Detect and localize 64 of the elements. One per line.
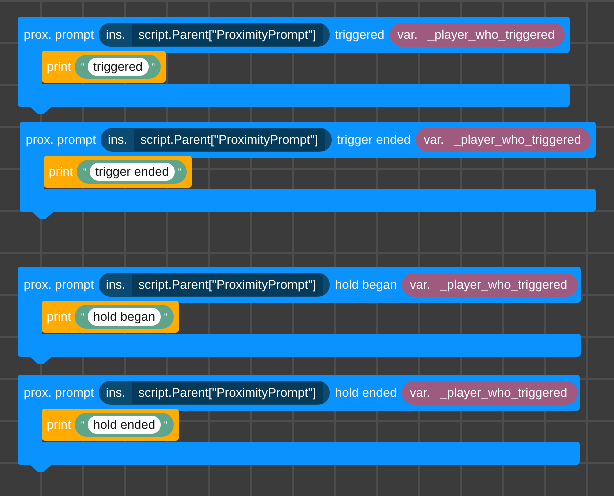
print-block <box>44 156 192 188</box>
keyword-label: ins. <box>106 28 126 42</box>
variable-name: _player_who_triggered <box>440 386 568 400</box>
variable-name: _player_who_triggered <box>440 278 568 292</box>
keyword-label: var. <box>398 28 418 42</box>
event-block <box>18 375 580 472</box>
quote-mark: " <box>81 62 85 72</box>
keyword-label: print <box>47 60 72 74</box>
block-label: prox. prompt <box>24 386 94 400</box>
print-block <box>42 301 179 333</box>
variable-pill <box>390 23 565 47</box>
block-label: hold began <box>335 278 398 292</box>
variable-pill <box>402 273 578 297</box>
quote-mark: " <box>164 312 168 322</box>
string-value-pill <box>88 308 162 326</box>
keyword-label: print <box>47 418 72 432</box>
quote-mark: " <box>81 420 85 430</box>
string-value-pill <box>88 58 149 76</box>
keyword-label: var. <box>410 386 430 400</box>
code-text: script.Parent["ProximityPrompt"] <box>132 24 324 46</box>
event-block <box>20 122 596 219</box>
keyword-label: ins. <box>108 133 128 147</box>
event-block <box>18 267 581 364</box>
quote-mark: " <box>83 167 87 177</box>
instance-pill <box>99 273 330 297</box>
keyword-label: print <box>49 165 74 179</box>
block-label: hold ended <box>335 386 398 400</box>
keyword-label: var. <box>424 133 444 147</box>
block-label: trigger ended <box>337 133 411 147</box>
string-pill <box>75 55 162 79</box>
block-label: prox. prompt <box>26 133 96 147</box>
string-value-pill <box>88 416 162 434</box>
code-text: script.Parent["ProximityPrompt"] <box>134 129 326 151</box>
code-text: script.Parent["ProximityPrompt"] <box>132 274 324 296</box>
print-block <box>42 409 179 441</box>
instance-pill <box>101 128 332 152</box>
string-pill <box>77 160 188 184</box>
quote-mark: " <box>152 62 156 72</box>
block-label: prox. prompt <box>24 278 94 292</box>
keyword-label: var. <box>410 278 430 292</box>
variable-name: _player_who_triggered <box>454 133 582 147</box>
string-value: hold began <box>94 310 156 324</box>
string-value-pill <box>90 163 176 181</box>
string-value: triggered <box>94 60 143 74</box>
keyword-label: ins. <box>106 278 126 292</box>
variable-name: _player_who_triggered <box>428 28 555 42</box>
quote-mark: " <box>178 167 182 177</box>
string-value: trigger ended <box>96 165 170 179</box>
block-label: prox. prompt <box>24 28 94 42</box>
code-text: script.Parent["ProximityPrompt"] <box>132 382 324 404</box>
string-pill <box>75 305 174 329</box>
string-value: hold ended <box>94 418 156 432</box>
keyword-label: ins. <box>106 386 126 400</box>
quote-mark: " <box>164 420 168 430</box>
block-label: triggered <box>335 28 385 42</box>
quote-mark: " <box>81 312 85 322</box>
keyword-label: print <box>47 310 72 324</box>
print-block <box>42 51 166 83</box>
variable-pill <box>402 381 578 405</box>
event-block <box>18 17 570 114</box>
variable-pill <box>416 128 592 152</box>
instance-pill <box>99 23 330 47</box>
string-pill <box>75 413 174 437</box>
instance-pill <box>99 381 330 405</box>
